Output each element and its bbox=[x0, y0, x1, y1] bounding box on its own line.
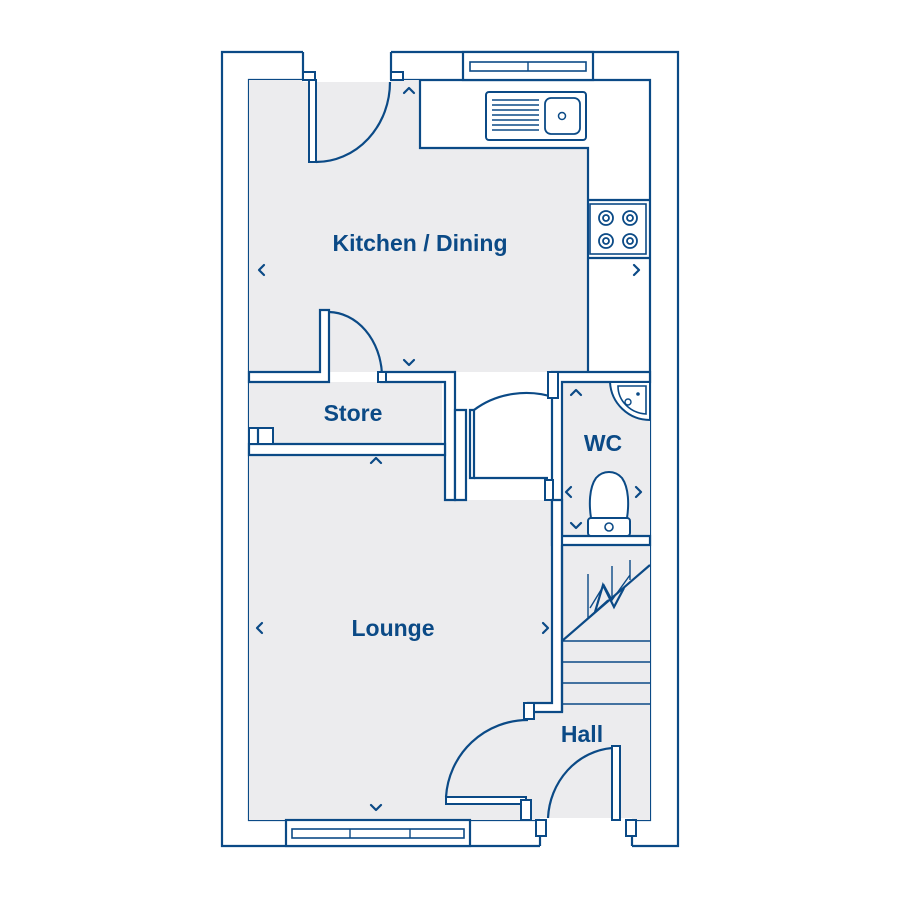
door-swing-icon bbox=[444, 718, 532, 821]
front-door-opening bbox=[540, 818, 632, 848]
kitchen-worktop bbox=[418, 80, 590, 372]
back-door-jamb-left bbox=[302, 71, 316, 81]
back-door-opening bbox=[303, 50, 391, 82]
room-label-store: Store bbox=[324, 400, 383, 426]
room-label-lounge: Lounge bbox=[351, 615, 434, 641]
back-door-jamb-right bbox=[390, 71, 404, 81]
basin-icon bbox=[608, 381, 651, 422]
hob-icon bbox=[589, 203, 647, 255]
room-label-wc: WC bbox=[584, 430, 622, 456]
window-icon bbox=[284, 818, 472, 848]
store-partition-wall bbox=[247, 308, 331, 384]
door-swing-icon bbox=[328, 310, 387, 383]
dimension-arrow-icon bbox=[255, 86, 643, 812]
window-icon bbox=[461, 50, 595, 82]
store-shelf bbox=[248, 427, 274, 445]
lounge-floor bbox=[249, 455, 552, 800]
door-swing-icon bbox=[468, 391, 557, 480]
store-floor bbox=[249, 382, 442, 444]
door-swing-icon bbox=[546, 745, 621, 821]
room-label-hall: Hall bbox=[561, 721, 603, 747]
toilet-icon bbox=[587, 471, 631, 537]
door-swing-icon bbox=[308, 79, 392, 164]
sink-icon bbox=[485, 91, 587, 141]
hall-floor bbox=[249, 500, 650, 820]
stairs-icon bbox=[560, 545, 651, 712]
room-label-kitchen: Kitchen / Dining bbox=[332, 230, 507, 256]
kitchen-floor bbox=[249, 80, 588, 372]
